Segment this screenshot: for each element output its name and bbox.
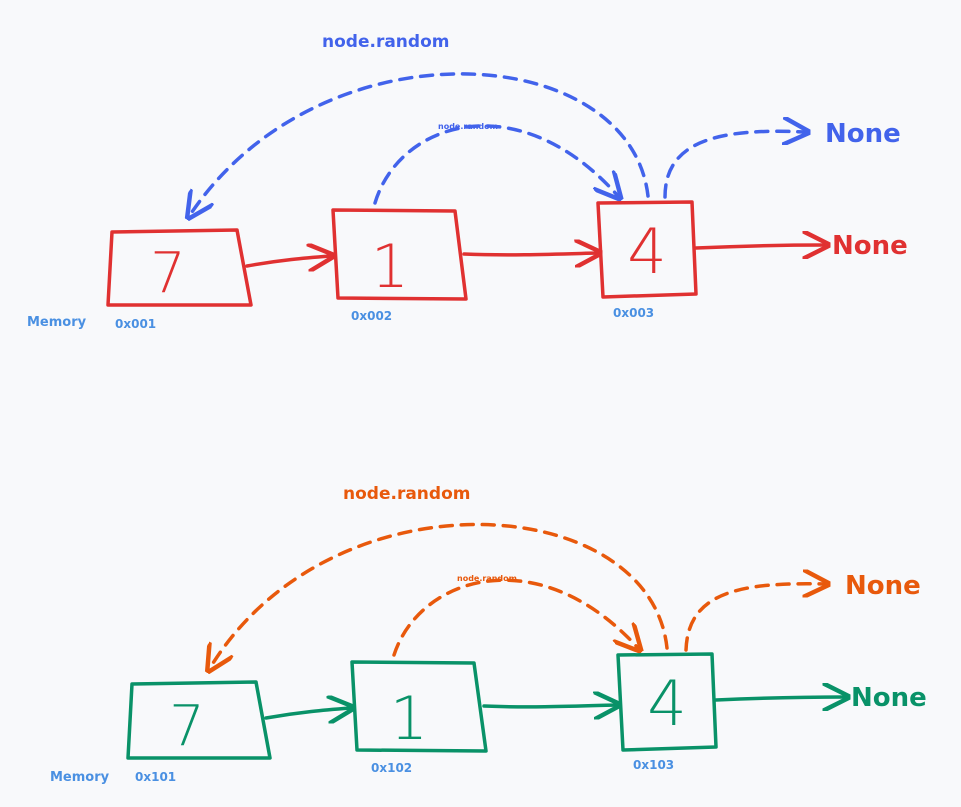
copy-memory-label: Memory <box>50 770 110 785</box>
copy-address-4: 0x103 <box>633 758 674 772</box>
orig-address-1: 0x002 <box>351 309 392 323</box>
copy-next-arrow-7-1 <box>264 708 350 718</box>
copy-node-4-box <box>616 652 718 752</box>
orig-random-none: None <box>825 119 901 149</box>
copy-node-7-box <box>126 680 272 760</box>
orig-node-1-box <box>331 208 468 301</box>
orig-node-7-box <box>106 228 253 307</box>
orig-random-arrow-to-7 <box>190 72 650 215</box>
orig-node-1-value: 1 <box>371 232 409 302</box>
copy-random-arrow-to-7 <box>210 522 669 669</box>
copy-node-4-value: 4 <box>647 667 686 740</box>
orig-random-arrow-to-4 <box>373 124 618 205</box>
copy-next-none: None <box>851 683 927 713</box>
orig-address-7: 0x001 <box>115 317 156 331</box>
copy-node-1: 1 <box>350 660 488 754</box>
orig-random-label-big: node.random <box>322 32 449 52</box>
copy-random-label-small: node.random <box>457 574 517 583</box>
orig-next-none: None <box>832 231 908 261</box>
orig-random-label-small: node.random <box>438 122 498 131</box>
orig-node-7: 7 <box>106 228 253 307</box>
copy-address-7: 0x101 <box>135 770 176 784</box>
orig-node-7-value: 7 <box>150 241 186 306</box>
copy-node-7-value: 7 <box>169 694 205 759</box>
orig-next-arrow-1-4 <box>462 253 597 255</box>
copy-next-arrow-1-4 <box>482 705 616 707</box>
copy-node-1-value: 1 <box>390 684 428 754</box>
copy-random-arrow-to-none <box>684 584 825 652</box>
orig-next-arrow-7-1 <box>245 256 330 266</box>
copy-random-label-big: node.random <box>343 484 470 504</box>
copy-node-7: 7 <box>126 680 272 760</box>
orig-random-arrow-to-none <box>663 131 805 199</box>
orig-memory-label: Memory <box>27 315 87 330</box>
copy-random-none: None <box>845 571 921 601</box>
orig-node-4-value: 4 <box>627 215 666 288</box>
copy-address-1: 0x102 <box>371 761 412 775</box>
orig-node-4-box <box>596 200 698 299</box>
copy-random-arrow-to-4 <box>392 578 638 657</box>
orig-node-4: 4 <box>596 200 698 299</box>
copy-node-1-box <box>350 660 488 753</box>
copy-list: node.random node.random None 7 1 4 None <box>50 484 927 785</box>
copy-node-4: 4 <box>616 652 718 752</box>
orig-node-1: 1 <box>331 208 468 302</box>
orig-next-arrow-4-none <box>694 245 825 248</box>
original-list: node.random node.random None 7 1 4 None <box>27 32 908 331</box>
copy-next-arrow-4-none <box>714 697 845 700</box>
orig-address-4: 0x003 <box>613 306 654 320</box>
